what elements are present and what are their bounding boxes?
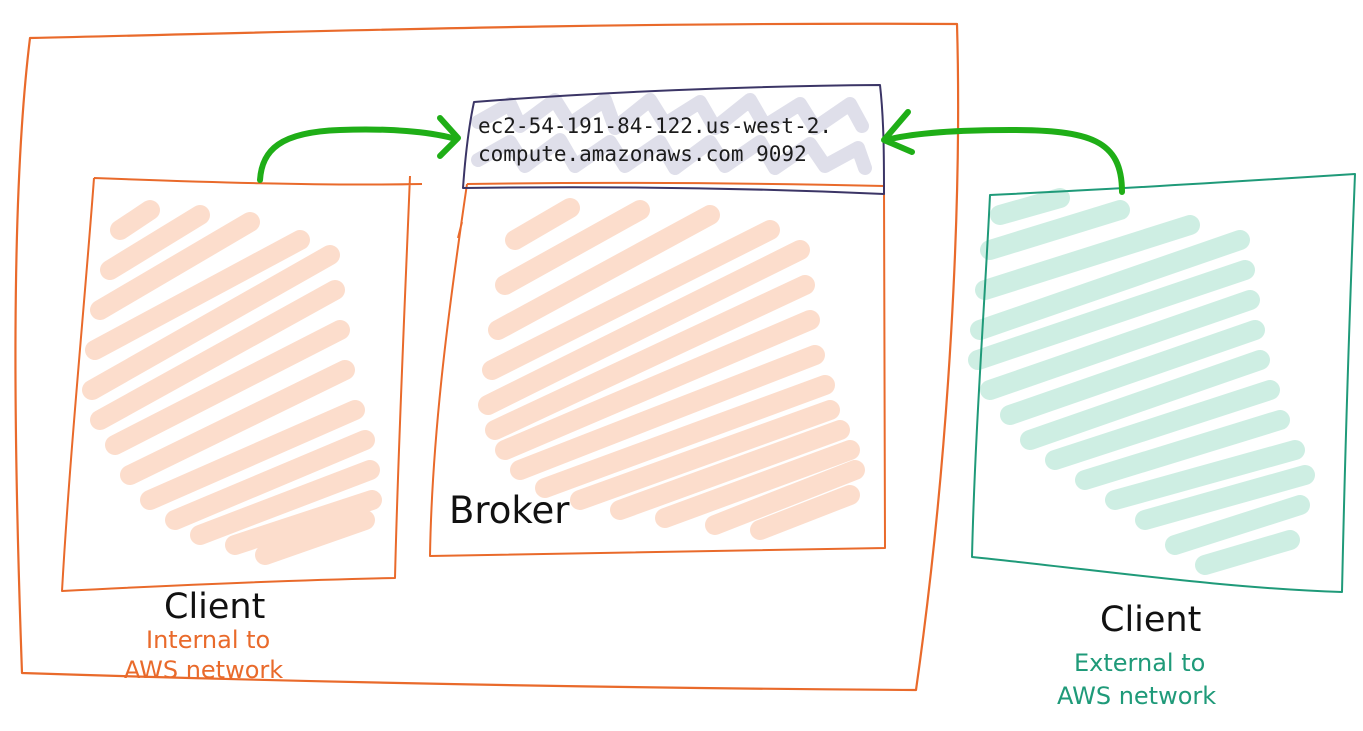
client-external-label: Client: [1100, 600, 1202, 640]
client-internal-box: [61, 175, 423, 592]
arrow-external-to-broker: [881, 109, 1125, 195]
arrow-internal-to-broker: [257, 115, 461, 183]
client-external-note-line-2: AWS network: [1057, 682, 1217, 710]
client-external-note-line-1: External to: [1074, 649, 1206, 677]
broker-host-line-1: ec2-54-191-84-122.us-west-2.: [478, 114, 833, 138]
client-internal-outline: [61, 175, 423, 592]
aws-network-boundary: [14, 22, 960, 692]
client-external-box: [968, 173, 1356, 593]
broker-label: Broker: [449, 489, 570, 532]
client-internal-note-line-2: AWS network: [124, 656, 284, 684]
client-internal-hatch: [82, 200, 382, 565]
broker-host-box: [462, 84, 885, 195]
client-external-hatch: [968, 188, 1315, 575]
broker-host-hatch: [471, 93, 872, 175]
broker-outline: [429, 181, 886, 557]
client-internal-note-line-1: Internal to: [146, 626, 271, 654]
broker-box: [429, 181, 886, 557]
client-internal-label: Client: [164, 587, 266, 627]
broker-host-line-2: compute.amazonaws.com 9092: [478, 142, 807, 166]
broker-hatch: [478, 198, 865, 540]
client-external-outline: [971, 173, 1356, 593]
broker-host-outline: [462, 84, 885, 195]
